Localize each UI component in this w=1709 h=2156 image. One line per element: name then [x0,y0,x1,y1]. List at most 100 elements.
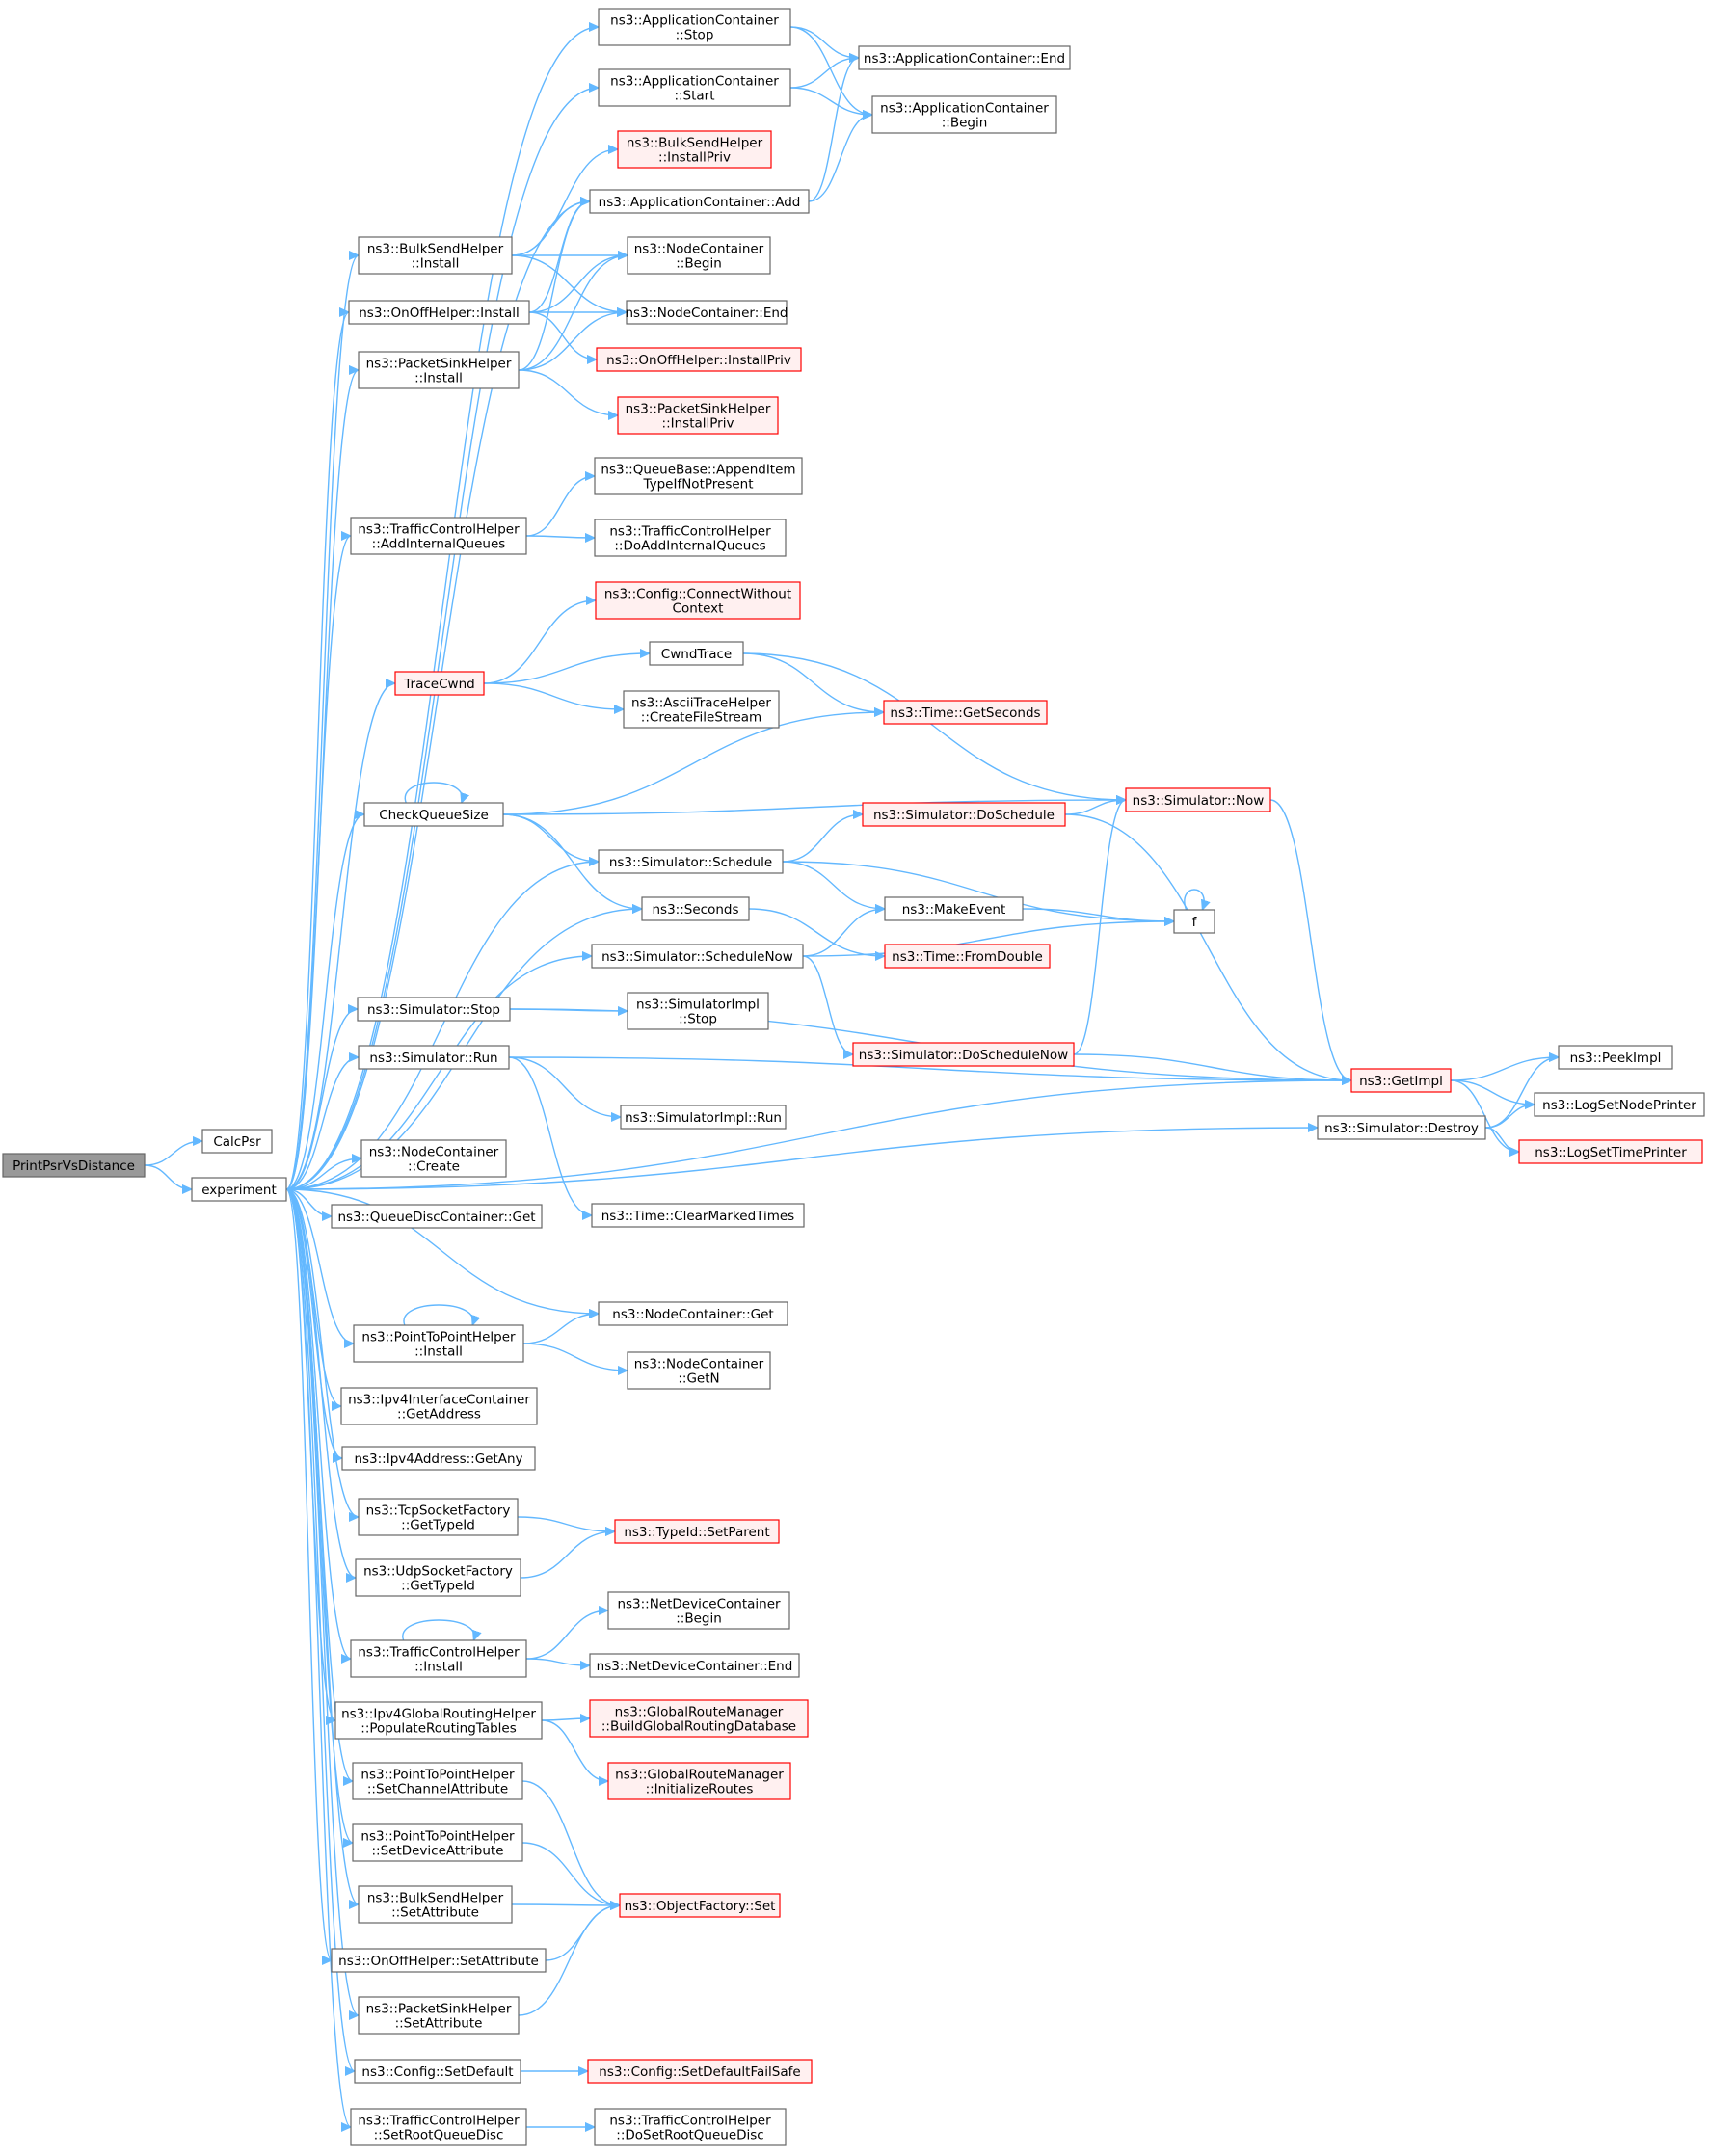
edge-experiment-to-bulk_setattr [285,1188,359,1904]
node-sim_doschedulenow[interactable]: ns3::Simulator::DoScheduleNow [852,1042,1075,1067]
node-label-peekimpl-line-0: ns3::PeekImpl [1570,1051,1662,1066]
node-onoff_installpriv[interactable]: ns3::OnOffHelper::InstallPriv [596,347,802,372]
node-nodec_create[interactable]: ns3::NodeContainer::Create [360,1139,507,1178]
node-onoff_install[interactable]: ns3::OnOffHelper::Install [348,300,530,325]
node-sink_installpriv[interactable]: ns3::PacketSinkHelper::InstallPriv [617,396,779,435]
node-tch_install[interactable]: ns3::TrafficControlHelper::Install [350,1639,527,1678]
node-log_nodeprinter[interactable]: ns3::LogSetNodePrinter [1534,1092,1705,1117]
node-bulk_installpriv[interactable]: ns3::BulkSendHelper::InstallPriv [617,130,772,169]
node-f[interactable]: f [1173,909,1215,934]
node-sim_destroy[interactable]: ns3::Simulator::Destroy [1317,1115,1486,1140]
node-p2p_install[interactable]: ns3::PointToPointHelper::Install [353,1324,524,1363]
edge-sim_now-to-getimpl [1269,799,1351,1080]
node-label-log_nodeprinter-line-0: ns3::LogSetNodePrinter [1542,1098,1696,1113]
node-tch_setroot[interactable]: ns3::TrafficControlHelper::SetRootQueueD… [350,2108,527,2146]
node-sink_install[interactable]: ns3::PacketSinkHelper::Install [358,351,520,389]
node-p2p_setdevice[interactable]: ns3::PointToPointHelper::SetDeviceAttrib… [352,1823,523,1862]
edges-layer [144,26,1559,2127]
node-time_clearmarked[interactable]: ns3::Time::ClearMarkedTimes [591,1203,805,1228]
node-ipv4addr_getany[interactable]: ns3::Ipv4Address::GetAny [341,1446,536,1471]
node-simimpl_run[interactable]: ns3::SimulatorImpl::Run [620,1105,787,1130]
node-sim_stop[interactable]: ns3::Simulator::Stop [357,997,511,1022]
node-simimpl_stop[interactable]: ns3::SimulatorImpl::Stop [627,992,769,1030]
nodes-layer: PrintPsrVsDistanceCalcPsrexperimentns3::… [2,8,1705,2146]
node-label-p2p_setchannel-line-0: ns3::PointToPointHelper [360,1768,515,1783]
node-tch_addinternal[interactable]: ns3::TrafficControlHelper::AddInternalQu… [350,517,527,555]
node-cwndtrace[interactable]: CwndTrace [649,641,744,666]
edge-tcpsf_gettypeid-to-typeid_setparent [517,1516,615,1531]
node-tracecwnd[interactable]: TraceCwnd [394,671,485,696]
node-sim_doschedule[interactable]: ns3::Simulator::DoSchedule [862,802,1066,827]
node-typeid_setparent[interactable]: ns3::TypeId::SetParent [614,1519,780,1544]
node-time_fromdouble[interactable]: ns3::Time::FromDouble [884,944,1051,969]
node-box-sim_doschedule [862,802,1066,827]
node-box-sink_install [358,351,520,389]
edge-sim_schedule-to-sim_doschedule [782,814,863,863]
node-appc_begin[interactable]: ns3::ApplicationContainer::Begin [871,95,1057,134]
node-sink_setattr[interactable]: ns3::PacketSinkHelper::SetAttribute [358,1996,520,2035]
node-ascii_create[interactable]: ns3::AsciiTraceHelper::CreateFileStream [623,690,780,729]
node-time_getseconds[interactable]: ns3::Time::GetSeconds [883,700,1048,725]
node-tch_dosetroot[interactable]: ns3::TrafficControlHelper::DoSetRootQueu… [594,2108,787,2146]
node-experiment[interactable]: experiment [191,1177,287,1202]
edge-experiment-to-appc_stop [285,27,599,1190]
node-tcpsf_gettypeid[interactable]: ns3::TcpSocketFactory::GetTypeId [358,1498,519,1536]
node-label-bulk_setattr-line-0: ns3::BulkSendHelper [367,1891,504,1906]
node-nodec_end[interactable]: ns3::NodeContainer::End [626,300,788,325]
node-cfg_setdefaultfs[interactable]: ns3::Config::SetDefaultFailSafe [587,2059,813,2084]
node-label-appc_stop-line-1: ::Stop [676,28,714,43]
node-appc_start[interactable]: ns3::ApplicationContainer::Start [598,68,791,107]
node-appc_add[interactable]: ns3::ApplicationContainer::Add [589,189,810,214]
node-nodec_begin[interactable]: ns3::NodeContainer::Begin [627,236,771,275]
node-qdc_get[interactable]: ns3::QueueDiscContainer::Get [331,1204,543,1229]
node-ipv4grh_populate[interactable]: ns3::Ipv4GlobalRoutingHelper::PopulateRo… [334,1701,543,1740]
node-udpsf_gettypeid[interactable]: ns3::UdpSocketFactory::GetTypeId [355,1558,521,1597]
node-label-p2p_setdevice-line-0: ns3::PointToPointHelper [360,1829,515,1845]
node-appc_stop[interactable]: ns3::ApplicationContainer::Stop [598,8,791,46]
node-grm_init[interactable]: ns3::GlobalRouteManager::InitializeRoute… [607,1762,791,1800]
node-p2p_setchannel[interactable]: ns3::PointToPointHelper::SetChannelAttri… [352,1762,523,1800]
node-cfg_setdefault[interactable]: ns3::Config::SetDefault [354,2059,521,2084]
node-grm_build[interactable]: ns3::GlobalRouteManager::BuildGlobalRout… [589,1699,809,1738]
node-objfactory_set[interactable]: ns3::ObjectFactory::Set [619,1893,781,1918]
node-ipv4ic_getaddr[interactable]: ns3::Ipv4InterfaceContainer::GetAddress [340,1387,538,1425]
node-peekimpl[interactable]: ns3::PeekImpl [1558,1045,1673,1070]
node-makeevent[interactable]: ns3::MakeEvent [884,896,1024,921]
node-label-qdc_get-line-0: ns3::QueueDiscContainer::Get [337,1210,535,1225]
node-getimpl[interactable]: ns3::GetImpl [1350,1068,1452,1093]
edge-experiment-to-cfg_setdefault [285,1188,355,2071]
node-tch_doaddinternal[interactable]: ns3::TrafficControlHelper::DoAddInternal… [594,519,787,557]
node-calcpsr[interactable]: CalcPsr [201,1129,273,1154]
node-checkqueue[interactable]: CheckQueueSize [363,802,504,827]
node-log_timeprinter[interactable]: ns3::LogSetTimePrinter [1518,1139,1703,1164]
node-box-sink_setattr [358,1996,520,2035]
node-label-simimpl_stop-line-1: ::Stop [679,1012,717,1027]
node-label-onoff_installpriv-line-0: ns3::OnOffHelper::InstallPriv [606,353,791,368]
edge-experiment-to-tch_addinternal [285,536,351,1190]
node-ndc_end[interactable]: ns3::NetDeviceContainer::End [589,1653,800,1678]
node-box-udpsf_gettypeid [355,1558,521,1597]
node-bulk_setattr[interactable]: ns3::BulkSendHelper::SetAttribute [358,1885,513,1924]
node-box-p2p_setdevice [352,1823,523,1862]
edge-appc_stop-to-appc_begin [789,26,872,115]
node-box-time_clearmarked [591,1203,805,1228]
node-sim_schedule[interactable]: ns3::Simulator::Schedule [598,849,784,874]
node-qb_append[interactable]: ns3::QueueBase::AppendItemTypeIfNotPrese… [594,457,803,495]
node-root[interactable]: PrintPsrVsDistance [2,1153,146,1178]
edge-sim_schedulenow-to-makeevent [802,909,885,957]
node-seconds[interactable]: ns3::Seconds [641,896,750,921]
node-label-time_clearmarked-line-0: ns3::Time::ClearMarkedTimes [601,1209,794,1224]
node-bulk_install[interactable]: ns3::BulkSendHelper::Install [358,236,513,275]
edge-sink_install-to-nodec_end [518,312,627,371]
node-ndc_begin[interactable]: ns3::NetDeviceContainer::Begin [607,1591,790,1630]
node-nodec_getn[interactable]: ns3::NodeContainer::GetN [627,1351,771,1390]
node-label-cwndtrace-line-0: CwndTrace [661,647,732,662]
node-box-simimpl_run [620,1105,787,1130]
node-sim_run[interactable]: ns3::Simulator::Run [358,1045,510,1070]
node-appc_end[interactable]: ns3::ApplicationContainer::End [858,45,1071,70]
node-onoff_setattr[interactable]: ns3::OnOffHelper::SetAttribute [331,1948,547,1973]
node-sim_schedulenow[interactable]: ns3::Simulator::ScheduleNow [591,944,804,969]
node-nodec_get[interactable]: ns3::NodeContainer::Get [598,1301,788,1326]
node-sim_now[interactable]: ns3::Simulator::Now [1125,787,1271,812]
